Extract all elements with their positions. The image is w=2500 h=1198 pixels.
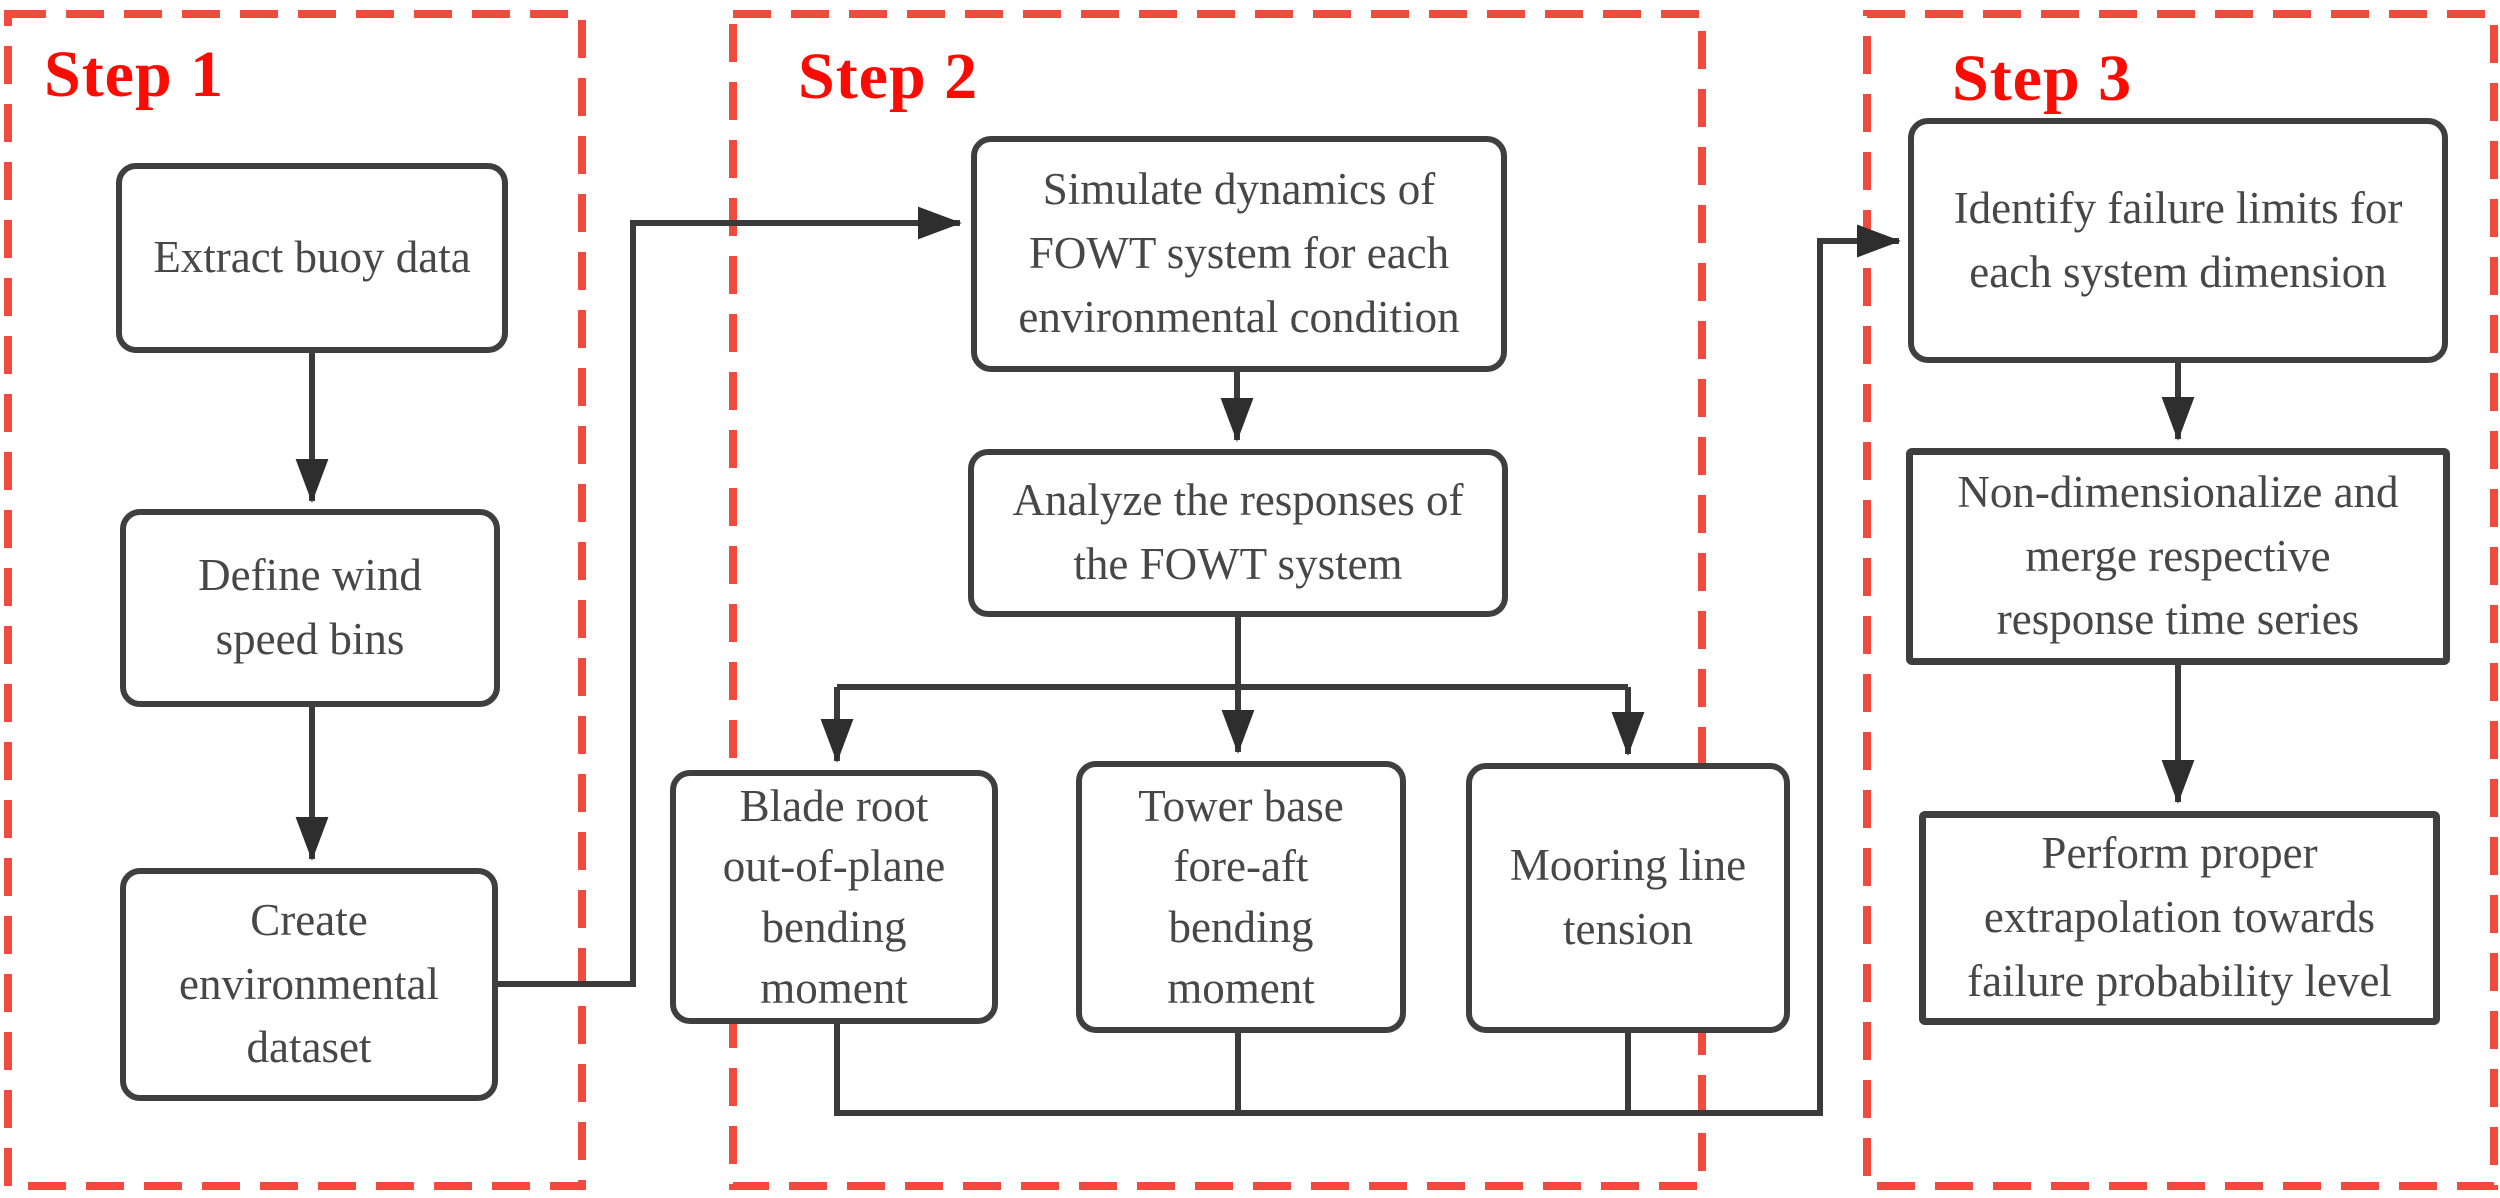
node-perform-text: Perform proper extrapolation towards fai… [1967, 828, 2392, 1006]
step-2-boundary [729, 10, 1706, 1190]
node-nondim-text: Non-dimensionalize and merge respective … [1957, 466, 2399, 645]
flow-arrows [295, 206, 2195, 1116]
node-extract-text: Extract buoy data [153, 232, 471, 283]
node-simulate-dynamics: Simulate dynamics of FOWT system for eac… [971, 136, 1507, 372]
node-mooring-text: Mooring line tension [1509, 840, 1747, 954]
node-tower-text: Tower base fore-aft bending moment [1138, 780, 1344, 1013]
node-perform-extrapolation: Perform proper extrapolation towards fai… [1919, 811, 2440, 1025]
node-mooring-line-tension: Mooring line tension [1466, 763, 1790, 1033]
step-3-boundary [1863, 10, 2498, 1190]
node-tower-base-bending-moment: Tower base fore-aft bending moment [1076, 761, 1406, 1033]
node-extract-buoy-data: Extract buoy data [116, 163, 508, 353]
node-create-text: Create environmental dataset [179, 894, 439, 1073]
node-analyze-responses: Analyze the responses of the FOWT system [968, 449, 1508, 617]
step-3-label: Step 3 [1952, 42, 2133, 115]
step-1-boundary [4, 10, 586, 1190]
node-define-text: Define wind speed bins [198, 550, 422, 664]
node-create-environmental-dataset: Create environmental dataset [120, 868, 498, 1101]
node-blade-text: Blade root out-of-plane bending moment [722, 780, 946, 1013]
node-identify-failure-limits: Identify failure limits for each system … [1908, 118, 2448, 363]
node-nondimensionalize-merge: Non-dimensionalize and merge respective … [1906, 448, 2450, 665]
connector-responses-to-identify [834, 224, 1901, 1116]
node-blade-root-bending-moment: Blade root out-of-plane bending moment [670, 770, 998, 1024]
node-analyze-text: Analyze the responses of the FOWT system [1012, 475, 1464, 589]
node-define-wind-speed-bins: Define wind speed bins [120, 509, 500, 707]
step-1-label: Step 1 [44, 38, 225, 111]
node-identify-text: Identify failure limits for each system … [1953, 182, 2403, 297]
step-2-label: Step 2 [798, 40, 979, 113]
node-simulate-text: Simulate dynamics of FOWT system for eac… [1018, 164, 1460, 342]
connector-create-to-simulate [498, 206, 962, 987]
